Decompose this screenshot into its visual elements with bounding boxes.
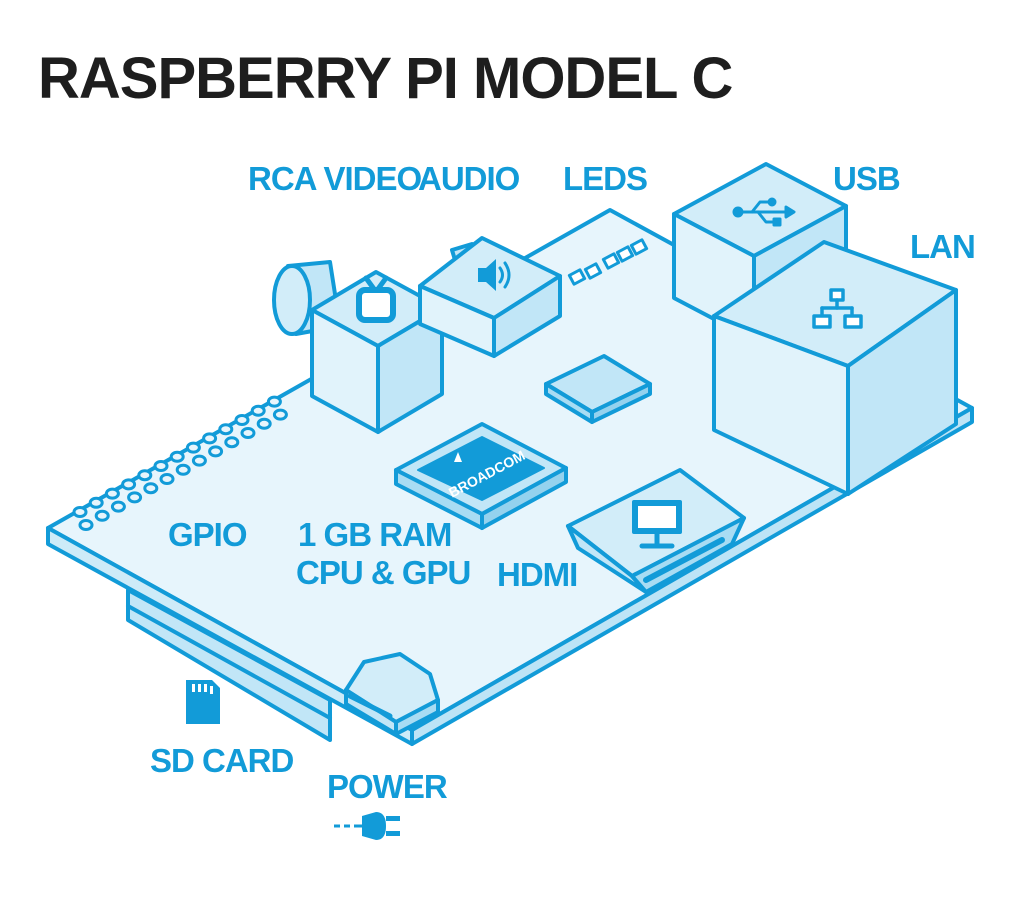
gpio-pin [137, 469, 153, 482]
lan-port [712, 240, 958, 496]
power-connector [344, 652, 440, 736]
gpio-pin [78, 519, 94, 531]
gpio-pin [234, 414, 250, 426]
gpio-pin [191, 454, 207, 467]
label-audio: AUDIO [418, 160, 520, 197]
gpio-pin [256, 417, 272, 430]
monitor-icon [632, 500, 682, 549]
tv-icon [356, 275, 396, 323]
usb-icon [732, 197, 796, 227]
label-usb: USB [833, 160, 900, 197]
page-title: RASPBERRY PI MODEL C [38, 46, 732, 111]
gpio-pin [202, 432, 218, 445]
label-leds: LEDS [563, 160, 647, 197]
gpio-pin [88, 496, 104, 509]
sd-card-icon [186, 680, 220, 724]
gpio-pin [110, 500, 126, 513]
label-sd-card: SD CARD [150, 742, 294, 779]
gpio-pin [266, 395, 282, 408]
gpio-pin [104, 487, 120, 500]
network-icon [812, 288, 863, 329]
label-cpu-gpu: CPU & GPU [296, 554, 470, 591]
label-rca-video: RCA VIDEO [248, 160, 421, 197]
gpio-pin [94, 509, 110, 522]
gpio-pin [121, 478, 137, 491]
label-power: POWER [327, 768, 448, 805]
gpio-header [72, 395, 288, 531]
label-lan: LAN [910, 228, 975, 265]
gpio-pin [169, 450, 185, 463]
speaker-icon [478, 259, 511, 291]
gpio-pin [72, 506, 88, 518]
gpio-pin [159, 473, 175, 485]
small-chip [544, 354, 652, 424]
power-plug-icon [334, 812, 400, 840]
gpio-pin [153, 460, 169, 472]
broadcom-chip [394, 422, 568, 530]
label-ram: 1 GB RAM [298, 516, 451, 553]
gpio-pin [224, 436, 240, 449]
gpio-pin [208, 445, 224, 458]
gpio-pin [175, 463, 191, 476]
gpio-pin [272, 408, 288, 421]
label-gpio: GPIO [168, 516, 247, 553]
gpio-pin [185, 441, 201, 454]
gpio-pin [127, 491, 143, 504]
gpio-pin [250, 404, 266, 417]
gpio-pin [143, 482, 159, 495]
gpio-pin [240, 427, 256, 439]
label-hdmi: HDMI [497, 556, 577, 593]
status-leds [567, 238, 649, 286]
audio-jack [418, 236, 562, 358]
gpio-pin [218, 423, 234, 436]
